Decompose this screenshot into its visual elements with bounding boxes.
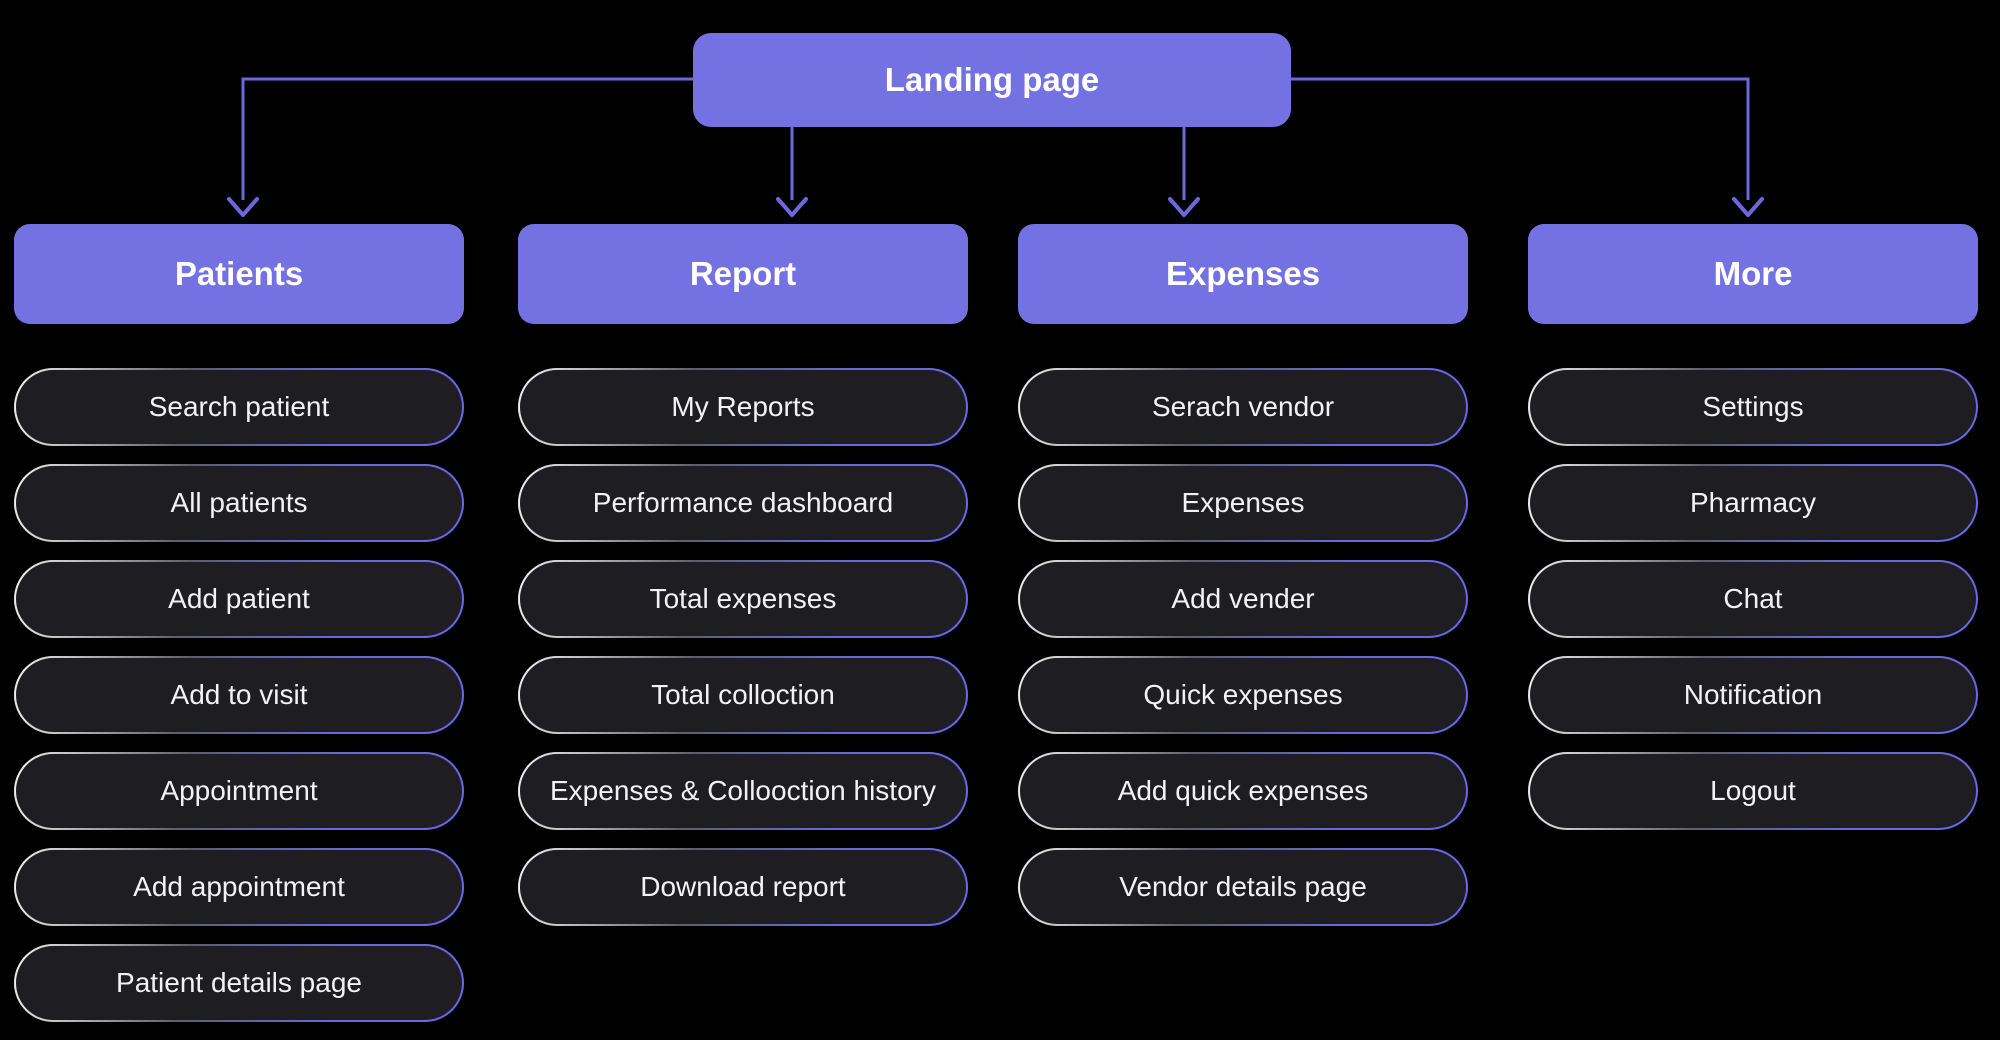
node-pharmacy[interactable]: Pharmacy xyxy=(1528,464,1978,542)
arrow-down-icon xyxy=(1168,197,1200,217)
node-my-reports[interactable]: My Reports xyxy=(518,368,968,446)
node-search-vendor[interactable]: Serach vendor xyxy=(1018,368,1468,446)
node-download-report[interactable]: Download report xyxy=(518,848,968,926)
report-items: My Reports Performance dashboard Total e… xyxy=(518,368,968,926)
connector-more xyxy=(1291,77,1764,217)
node-add-quick-expenses[interactable]: Add quick expenses xyxy=(1018,752,1468,830)
arrow-down-icon xyxy=(776,197,808,217)
node-expenses-collection-history[interactable]: Expenses & Collooction history xyxy=(518,752,968,830)
category-patients[interactable]: Patients xyxy=(14,224,464,324)
node-add-to-visit[interactable]: Add to visit xyxy=(14,656,464,734)
expenses-items: Serach vendor Expenses Add vender Quick … xyxy=(1018,368,1468,926)
column-more: More Settings Pharmacy Chat Notification… xyxy=(1528,224,1978,830)
column-patients: Patients Search patient All patients Add… xyxy=(14,224,464,1022)
connector-report xyxy=(776,127,808,217)
node-add-patient[interactable]: Add patient xyxy=(14,560,464,638)
connector-lines xyxy=(227,77,1764,217)
node-add-appointment[interactable]: Add appointment xyxy=(14,848,464,926)
arrow-down-icon xyxy=(1732,197,1764,217)
column-expenses: Expenses Serach vendor Expenses Add vend… xyxy=(1018,224,1468,926)
more-items: Settings Pharmacy Chat Notification Logo… xyxy=(1528,368,1978,830)
node-all-patients[interactable]: All patients xyxy=(14,464,464,542)
node-patient-details-page[interactable]: Patient details page xyxy=(14,944,464,1022)
patients-items: Search patient All patients Add patient … xyxy=(14,368,464,1022)
column-report: Report My Reports Performance dashboard … xyxy=(518,224,968,926)
node-total-collection[interactable]: Total colloction xyxy=(518,656,968,734)
node-search-patient[interactable]: Search patient xyxy=(14,368,464,446)
node-add-vendor[interactable]: Add vender xyxy=(1018,560,1468,638)
category-more[interactable]: More xyxy=(1528,224,1978,324)
node-vendor-details-page[interactable]: Vendor details page xyxy=(1018,848,1468,926)
node-logout[interactable]: Logout xyxy=(1528,752,1978,830)
node-performance-dashboard[interactable]: Performance dashboard xyxy=(518,464,968,542)
node-settings[interactable]: Settings xyxy=(1528,368,1978,446)
connector-expenses xyxy=(1168,127,1200,217)
node-quick-expenses[interactable]: Quick expenses xyxy=(1018,656,1468,734)
arrow-down-icon xyxy=(227,197,259,217)
node-total-expenses[interactable]: Total expenses xyxy=(518,560,968,638)
node-chat[interactable]: Chat xyxy=(1528,560,1978,638)
connector-patients xyxy=(227,77,693,217)
category-report[interactable]: Report xyxy=(518,224,968,324)
node-expenses[interactable]: Expenses xyxy=(1018,464,1468,542)
node-notification[interactable]: Notification xyxy=(1528,656,1978,734)
node-appointment[interactable]: Appointment xyxy=(14,752,464,830)
landing-page-node[interactable]: Landing page xyxy=(693,33,1291,127)
category-expenses[interactable]: Expenses xyxy=(1018,224,1468,324)
